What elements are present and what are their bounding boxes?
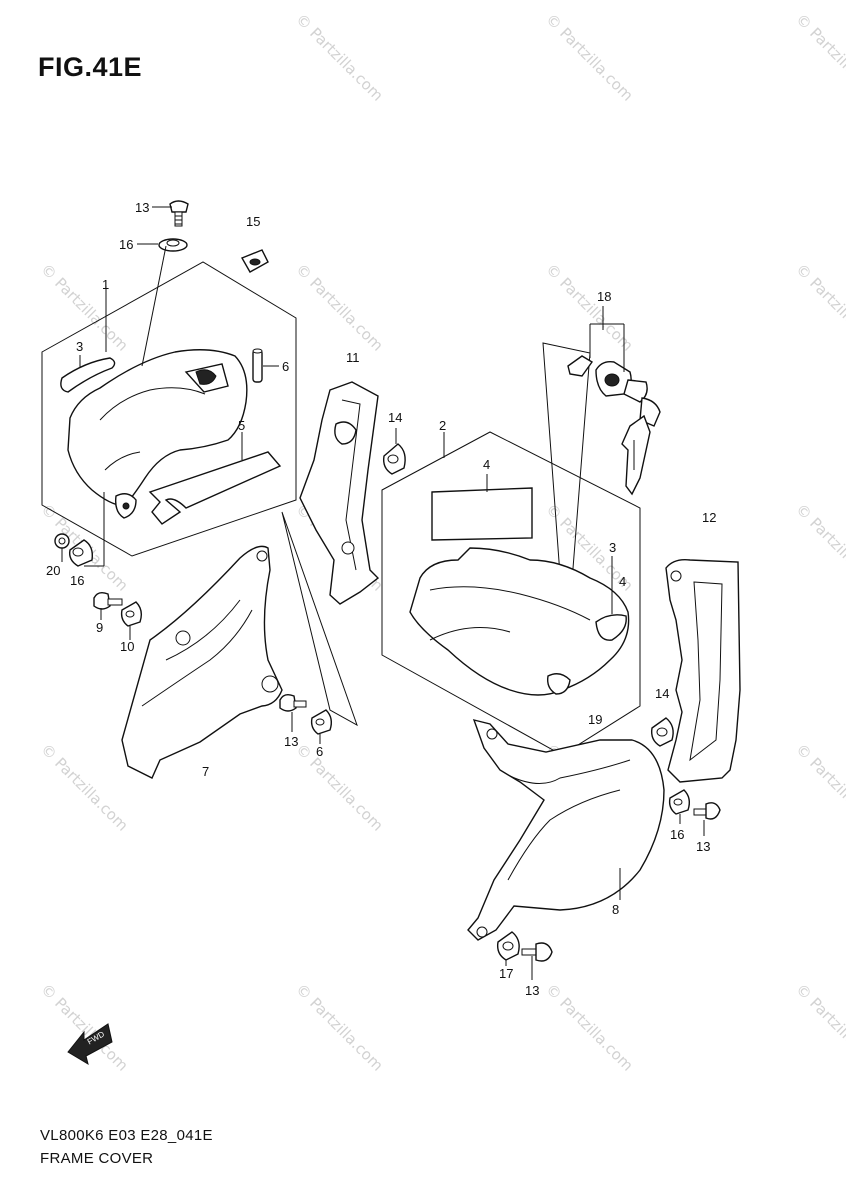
callout-13: 13 [696,839,710,854]
grommet-17 [496,931,520,961]
callout-labels: 13 16 15 1 3 6 5 20 16 9 10 7 13 6 11 14… [46,200,716,998]
frame-cover-11 [299,381,380,605]
frame-cover-2 [409,547,630,696]
watermark-layer: © Partzilla.com © Partzilla.com © Partzi… [37,10,846,1075]
watermark: © Partzilla.com [792,500,846,595]
callout-3: 3 [609,540,616,555]
watermark: © Partzilla.com [542,260,637,355]
callout-17: 17 [499,966,513,981]
callout-20: 20 [46,563,60,578]
watermark: © Partzilla.com [292,10,387,105]
callout-5: 5 [238,418,245,433]
grommet-14-center [382,443,406,475]
callout-14: 14 [388,410,402,425]
watermark: © Partzilla.com [292,260,387,355]
assembly-outline-left [41,261,297,557]
callout-11: 11 [346,350,360,365]
nut-20 [54,533,70,549]
callout-6: 6 [282,359,289,374]
watermark: © Partzilla.com [792,260,846,355]
assembly-outline-right [381,431,641,756]
watermark: © Partzilla.com [292,740,387,835]
callout-16: 16 [70,573,84,588]
screw-13-right [693,802,721,820]
callout-13: 13 [135,200,149,215]
frame-cover-1 [67,349,248,519]
leader-lines [61,206,705,980]
callout-8: 8 [612,902,619,917]
grommet-6-left [310,709,333,735]
lock-set-18 [567,355,661,496]
callout-18: 18 [597,289,611,304]
callout-13: 13 [284,734,298,749]
callout-7: 7 [202,764,209,779]
callout-15: 15 [246,214,260,229]
callout-4: 4 [619,574,626,589]
grommet-15 [240,249,269,273]
side-cover-8 [467,719,665,941]
grommet-16-left [68,539,94,567]
grommet-16-top [158,238,188,252]
screw-13-top [169,200,189,227]
watermark: © Partzilla.com [37,260,132,355]
label-4 [431,487,533,541]
callout-6: 6 [316,744,323,759]
watermark: © Partzilla.com [792,740,846,835]
mat-5 [148,451,282,525]
callout-16: 16 [119,237,133,252]
screw-9 [93,591,123,610]
pin-6 [252,348,263,383]
callout-9: 9 [96,620,103,635]
model-code: VL800K6 E03 E28_041E [40,1127,213,1144]
callout-19: 19 [588,712,602,727]
callout-14: 14 [655,686,669,701]
reference-outline-right [542,342,591,658]
emblem-3-left [60,357,116,393]
watermark: © Partzilla.com [292,980,387,1075]
figure-title: FIG.41E [38,52,143,82]
reference-outline-center [281,511,358,727]
watermark: © Partzilla.com [542,980,637,1075]
callout-10: 10 [120,639,134,654]
callout-3: 3 [76,339,83,354]
callout-16: 16 [670,827,684,842]
callout-12: 12 [702,510,716,525]
grommet-10 [120,601,143,627]
callout-13: 13 [525,983,539,998]
callout-1: 1 [102,277,109,292]
screw-13-bottom [521,942,553,962]
watermark: © Partzilla.com [792,10,846,105]
frame-cover-12 [665,558,741,783]
callout-2: 2 [439,418,446,433]
section-name: FRAME COVER [40,1150,154,1167]
grommet-14-right [650,717,674,747]
grommet-16-right [668,789,691,815]
side-cover-7 [121,545,283,779]
watermark: © Partzilla.com [542,10,637,105]
screw-13-left [279,693,307,712]
watermark: © Partzilla.com [37,740,132,835]
watermark: © Partzilla.com [792,980,846,1075]
callout-4: 4 [483,457,490,472]
